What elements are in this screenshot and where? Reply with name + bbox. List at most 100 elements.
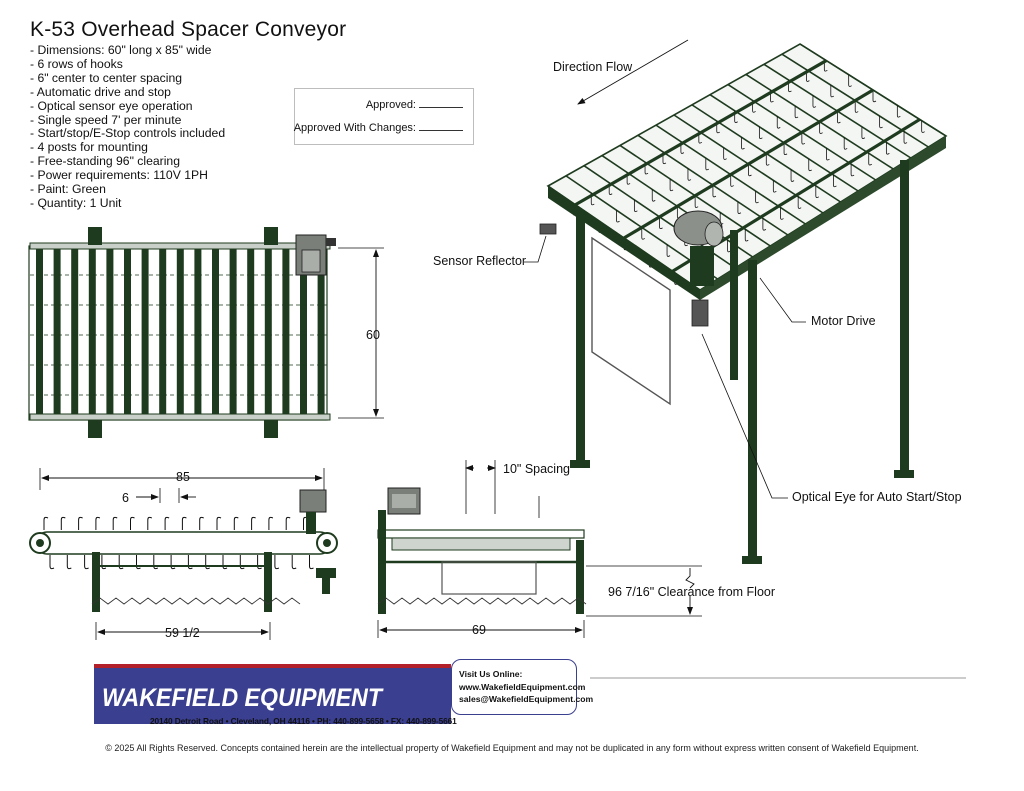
- hook: [66, 555, 72, 570]
- dim-clearance: 96 7/16" Clearance from Floor: [608, 585, 776, 599]
- dim-side-width: 69: [472, 623, 486, 637]
- spec-item: - Quantity: 1 Unit: [30, 195, 122, 210]
- sensor-reflector-label: Sensor Reflector: [433, 254, 527, 268]
- iso-hook: [705, 158, 710, 171]
- iso-hook: [783, 142, 788, 156]
- iso-hook: [830, 85, 835, 98]
- iso-crossbeam: [574, 59, 828, 207]
- iso-hook: [850, 164, 855, 177]
- side-elevation: [377, 460, 702, 638]
- hook-bar: [141, 249, 149, 414]
- iso-hook: [808, 158, 812, 172]
- hook: [233, 516, 239, 530]
- hook: [84, 555, 89, 570]
- copyright-notice: © 2025 All Rights Reserved. Concepts con…: [105, 743, 919, 753]
- hook: [78, 516, 83, 530]
- iso-hook: [868, 153, 872, 166]
- iso-crossbeam: [623, 88, 874, 240]
- spec-item: - Optical sensor eye operation: [30, 98, 193, 113]
- direction-flow-label: Direction Flow: [553, 60, 633, 74]
- hook-bar: [176, 249, 184, 414]
- hook: [147, 516, 153, 530]
- iso-hook: [854, 100, 859, 113]
- iso-hook: [741, 137, 745, 150]
- hook-bar: [159, 249, 167, 414]
- iso-hook: [755, 191, 759, 204]
- iso-hook: [716, 121, 720, 134]
- hook: [251, 516, 256, 530]
- iso-hook: [633, 199, 638, 213]
- hook-bar: [229, 249, 237, 414]
- hook: [199, 516, 204, 530]
- hook-bar: [212, 249, 219, 414]
- approved-changes-line: Approved With Changes:: [294, 121, 463, 134]
- spec-item: - Paint: Green: [30, 182, 106, 197]
- iso-hook: [879, 116, 883, 129]
- approval-box: Approved: Approved With Changes:: [294, 88, 474, 145]
- spec-item: - Free-standing 96" clearing: [30, 154, 180, 169]
- iso-hook: [698, 131, 703, 144]
- iso-hook: [666, 244, 671, 257]
- email-link[interactable]: sales@WakefieldEquipment.com: [459, 694, 594, 705]
- hook-bar: [194, 249, 202, 414]
- iso-motor-icon: [673, 210, 724, 286]
- spec-item: - 4 posts for mounting: [30, 140, 148, 155]
- front-motor-icon: [299, 489, 336, 594]
- iso-hook: [801, 132, 806, 145]
- iso-hook: [590, 193, 595, 206]
- hook: [60, 516, 66, 530]
- hook-bar: [88, 249, 96, 414]
- hook: [164, 516, 170, 530]
- iso-hook: [843, 137, 848, 150]
- iso-hook: [616, 210, 620, 223]
- front-hooks: [43, 516, 314, 570]
- iso-hook: [848, 74, 852, 87]
- hook: [49, 555, 55, 570]
- top-view: [28, 227, 384, 438]
- hook-bar: [247, 249, 255, 414]
- iso-hook: [833, 174, 837, 188]
- approved-changes-label: Approved With Changes:: [293, 122, 416, 134]
- dim-width: 85: [176, 470, 190, 484]
- wakefield-logo: WAKEFIELD EQUIPMENT: [94, 664, 451, 724]
- iso-hook: [861, 126, 866, 139]
- iso-hook: [659, 216, 663, 230]
- iso-hook: [797, 196, 802, 209]
- visit-title: Visit Us Online:: [459, 669, 523, 679]
- optical-eye-label: Optical Eye for Auto Start/Stop: [792, 490, 962, 504]
- iso-hook: [687, 168, 692, 181]
- iso-hook: [837, 111, 841, 124]
- hook: [181, 516, 187, 530]
- iso-hook: [921, 120, 925, 133]
- isometric-view: [524, 39, 948, 564]
- hook-bar: [282, 249, 290, 414]
- spec-item: - 6 rows of hooks: [30, 56, 123, 71]
- website-link[interactable]: www.WakefieldEquipment.com: [459, 681, 586, 692]
- hook: [112, 516, 118, 530]
- iso-hook: [669, 178, 674, 192]
- hook-bar: [71, 249, 79, 414]
- iso-hook: [712, 185, 717, 198]
- iso-hook: [734, 110, 738, 123]
- motor-icon: [295, 234, 336, 276]
- hook: [216, 516, 222, 530]
- iso-hook: [651, 189, 656, 202]
- dim-hook-spacing: 6: [122, 491, 129, 505]
- hook: [285, 516, 291, 530]
- hook-bar: [264, 249, 272, 414]
- iso-hook: [662, 151, 667, 165]
- approved-label: Approved:: [365, 99, 416, 111]
- spec-item: - Automatic drive and stop: [30, 84, 171, 99]
- iso-hook: [608, 182, 613, 195]
- spec-item: - Power requirements: 110V 1PH: [30, 168, 208, 183]
- iso-hook: [758, 126, 763, 140]
- approved-changes-blank: [419, 121, 463, 131]
- front-elevation: [29, 468, 338, 640]
- iso-hook: [806, 69, 810, 82]
- hook-bar: [300, 249, 307, 414]
- iso-hook: [788, 79, 792, 93]
- spec-item: - Dimensions: 60" long x 85" wide: [30, 43, 212, 57]
- iso-hook: [903, 131, 908, 144]
- iso-hook: [770, 90, 774, 103]
